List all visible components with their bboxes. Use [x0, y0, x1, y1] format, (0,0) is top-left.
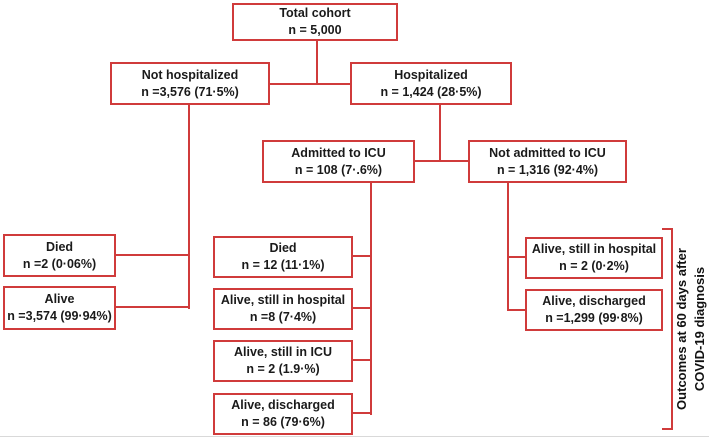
connector-level1-horizontal — [270, 83, 352, 85]
connector-ward-discharged-stub — [509, 309, 525, 311]
box-nh-alive: Alive n =3,574 (99·94%) — [3, 286, 116, 330]
connector-icu-died-stub — [353, 255, 372, 257]
connector-icu-down — [370, 183, 372, 415]
connector-nothosp-down — [188, 105, 190, 309]
box-admitted-icu: Admitted to ICU n = 108 (7·.6%) — [262, 140, 415, 183]
box-label: Admitted to ICU — [291, 145, 386, 160]
box-label: Alive, still in hospital — [220, 293, 346, 307]
connector-icu-stillicu-stub — [353, 359, 372, 361]
box-icu-still-icu: Alive, still in ICU n = 2 (1.9·%) — [213, 340, 353, 382]
connector-icu-hospital-stub — [353, 307, 372, 309]
box-value: n = 108 (7·.6%) — [294, 162, 383, 177]
box-icu-died: Died n = 12 (11·1%) — [213, 236, 353, 278]
connector-nh-alive-stub — [116, 306, 190, 308]
box-value: n = 1,424 (28·5%) — [380, 84, 482, 99]
connector-ward-hospital-stub — [509, 256, 525, 258]
box-label: Alive, still in ICU — [234, 345, 332, 359]
box-label: Alive, discharged — [542, 294, 646, 308]
box-label: Died — [45, 239, 74, 254]
connector-icu-discharged-stub — [353, 412, 372, 414]
connector-total-down — [316, 41, 318, 85]
outcomes-bracket-line — [671, 228, 673, 430]
box-label: Not hospitalized — [141, 67, 239, 82]
box-hospitalized: Hospitalized n = 1,424 (28·5%) — [350, 62, 512, 105]
annotation-line-1: Outcomes at 60 days after — [674, 248, 689, 410]
box-not-hospitalized: Not hospitalized n =3,576 (71·5%) — [110, 62, 270, 105]
box-label: Alive, discharged — [231, 398, 335, 412]
outcomes-annotation: Outcomes at 60 days after COVID-19 diagn… — [673, 223, 709, 435]
box-value: n = 86 (79·6%) — [241, 415, 325, 429]
box-icu-still-hospital: Alive, still in hospital n =8 (7·4%) — [213, 288, 353, 330]
connector-noicu-down — [507, 183, 509, 311]
connector-nh-died-stub — [116, 254, 190, 256]
box-label: Not admitted to ICU — [489, 145, 606, 160]
box-value: n =2 (0·06%) — [22, 256, 97, 271]
box-label: Alive, still in hospital — [531, 242, 657, 256]
box-total-cohort: Total cohort n = 5,000 — [232, 3, 398, 41]
box-label: Total cohort — [279, 6, 351, 20]
box-label: Died — [269, 241, 297, 255]
connector-level2-horizontal — [415, 160, 470, 162]
box-value: n = 2 (1.9·%) — [246, 362, 320, 376]
box-label: Alive — [44, 292, 75, 306]
box-label: Hospitalized — [394, 67, 468, 82]
outcomes-bracket-bottom-tick — [662, 428, 673, 430]
box-ward-still-hospital: Alive, still in hospital n = 2 (0·2%) — [525, 237, 663, 279]
box-nh-died: Died n =2 (0·06%) — [3, 234, 116, 277]
box-value: n =3,574 (99·94%) — [7, 309, 112, 323]
annotation-line-2: COVID-19 diagnosis — [692, 266, 707, 392]
outcomes-bracket-top-tick — [662, 228, 673, 230]
connector-hosp-down — [439, 105, 441, 162]
box-ward-discharged: Alive, discharged n =1,299 (99·8%) — [525, 289, 663, 331]
box-value: n =1,299 (99·8%) — [545, 311, 643, 325]
box-value: n = 5,000 — [288, 23, 342, 37]
box-icu-discharged: Alive, discharged n = 86 (79·6%) — [213, 393, 353, 435]
box-value: n =8 (7·4%) — [249, 310, 317, 324]
box-value: n = 12 (11·1%) — [241, 258, 325, 272]
figure-bottom-rule — [0, 436, 709, 437]
box-value: n =3,576 (71·5%) — [141, 84, 239, 99]
box-not-admitted-icu: Not admitted to ICU n = 1,316 (92·4%) — [468, 140, 627, 183]
box-value: n = 2 (0·2%) — [559, 259, 629, 273]
box-value: n = 1,316 (92·4%) — [496, 162, 599, 177]
